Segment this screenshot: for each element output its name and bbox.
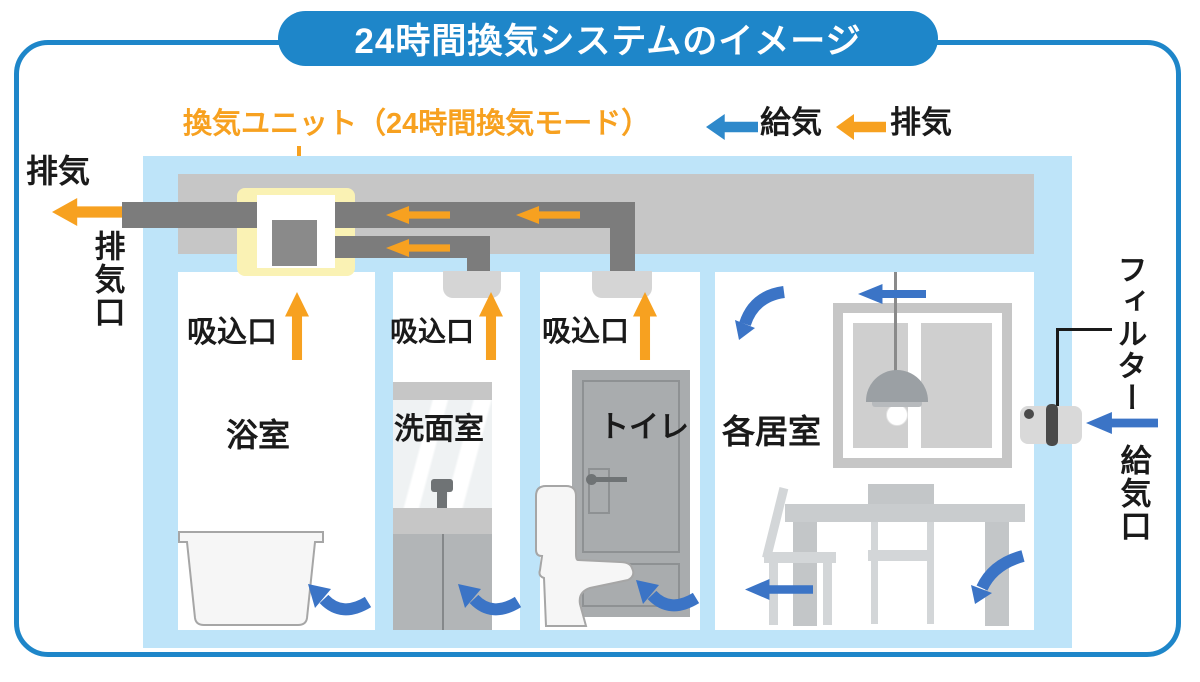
supply-port-label: 給気口 [1115,444,1151,543]
filter-bar-icon [1046,404,1058,446]
chair-leg [823,563,832,625]
inlet-label-bath: 吸込口 [187,316,277,349]
pendant-bulb [886,404,908,426]
room-label-bath: 浴室 [226,417,291,453]
room-label-living: 各居室 [722,413,821,450]
room-label-toilet: トイレ [599,411,689,444]
table-leg [793,522,817,626]
door-knob-icon [586,474,597,485]
vanity-top-bar [393,382,492,400]
faucet-stem [437,491,447,509]
airflow-curved-arrow-icon [735,286,786,340]
toilet-illustration [535,485,635,627]
vanity-illustration [393,382,492,630]
faucet-icon [431,479,453,492]
door-panel [582,380,680,553]
vanity-counter [393,508,492,534]
pendant-shade-rim [872,398,922,407]
chair-leg [927,505,934,624]
chair-seat-center [868,550,934,561]
cabinet-divider [442,534,444,630]
vent-cap-wash [443,271,501,298]
unit-label: 換気ユニット（24時間換気モード） [183,108,651,140]
chair-leg [871,505,878,624]
door-handle-plate [588,468,610,514]
chair-seat-left [764,552,836,563]
inlet-label-wash: 吸込口 [390,316,475,347]
pendant-cord [894,272,897,374]
filter-leader-h [1058,328,1112,331]
airflow-curved-arrow-icon [308,584,372,616]
door-handle-bar [595,477,627,482]
legend-supply-label: 給気 [760,105,822,140]
airflow-curved-arrow-icon [636,580,700,612]
page-title: 24時間換気システムのイメージ [278,11,938,66]
table-top [785,504,1025,522]
exhaust-port-label: 排気口 [89,230,125,329]
vent-cap-toilet [592,271,652,298]
exhaust-label: 排気 [26,153,91,189]
chair-leg [769,563,778,625]
bathtub-illustration [178,531,324,626]
airflow-curved-arrow-icon [458,584,522,616]
window-pane-right [921,323,992,448]
filter-leader-v [1056,328,1059,412]
airflow-curved-arrow-icon [971,550,1025,604]
ventilation-unit-core [272,220,317,266]
inlet-label-toilet: 吸込口 [542,316,630,348]
supply-inlet-dot [1024,409,1034,419]
filter-label: フィルター [1112,254,1146,414]
chair-back-center [868,484,934,505]
legend-exhaust-label: 排気 [890,105,952,140]
room-label-wash: 洗面室 [394,413,484,446]
